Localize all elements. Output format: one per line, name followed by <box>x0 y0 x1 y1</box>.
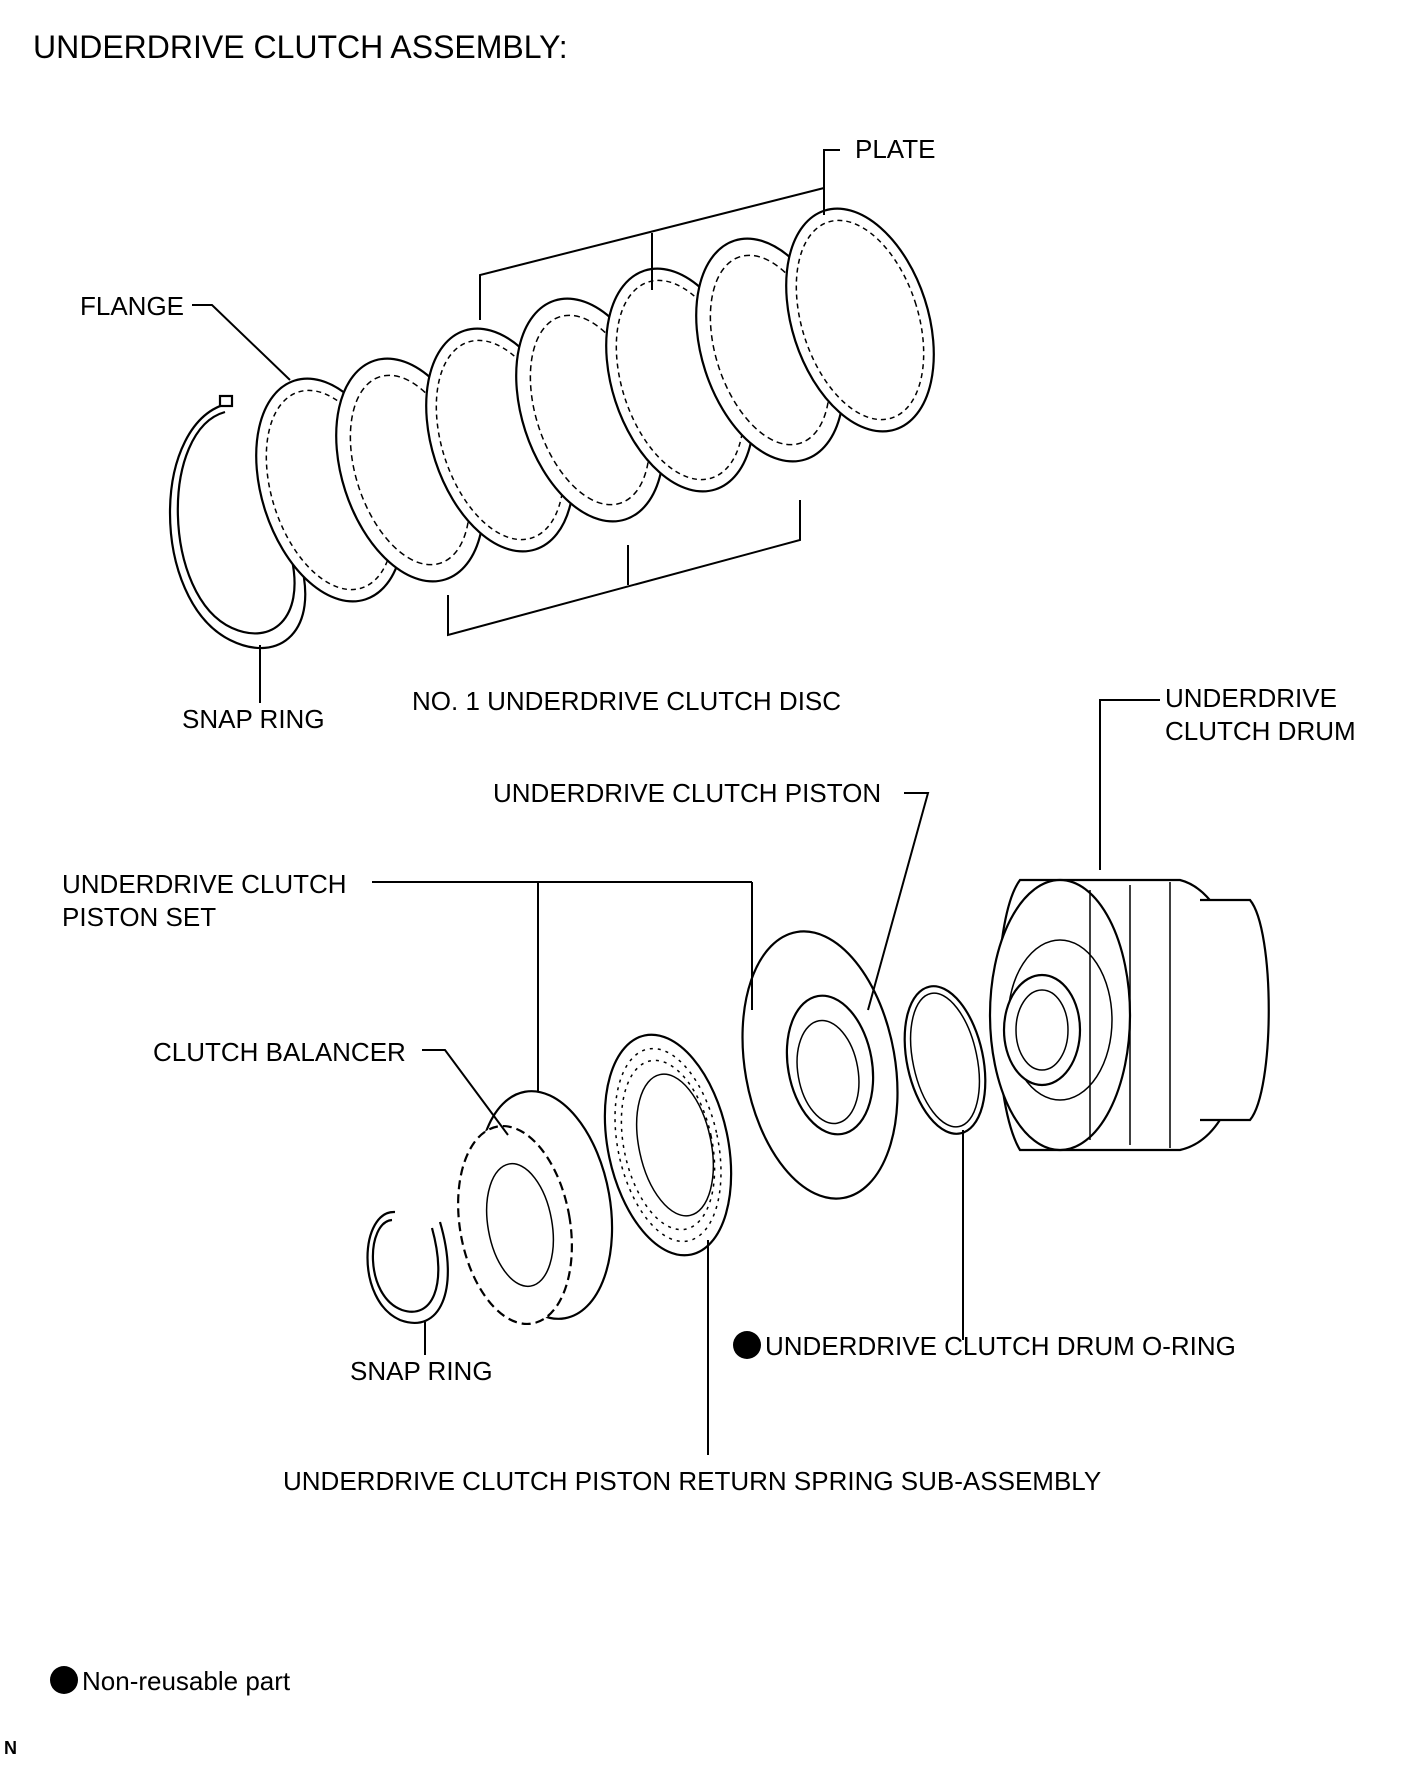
piston-set-leader <box>372 881 753 1125</box>
o-ring <box>903 985 987 1340</box>
underdrive-clutch-drum <box>988 699 1270 1152</box>
label-flange: FLANGE <box>80 291 185 321</box>
disc-leader <box>447 500 801 637</box>
legend-text: Non-reusable part <box>82 1666 291 1696</box>
page-title: UNDERDRIVE CLUTCH ASSEMBLY: <box>33 29 568 65</box>
label-o-ring-text: UNDERDRIVE CLUTCH DRUM O-RING <box>765 1331 1236 1361</box>
plate-leader <box>479 149 840 320</box>
label-piston: UNDERDRIVE CLUTCH PISTON <box>493 778 882 808</box>
upper-snap-ring <box>169 394 307 650</box>
label-o-ring: UNDERDRIVE CLUTCH DRUM O-RING <box>733 1330 1236 1363</box>
label-snap-ring-upper: SNAP RING <box>182 704 325 734</box>
label-drum-line1: UNDERDRIVE <box>1165 683 1337 713</box>
clutch-pack <box>335 207 935 583</box>
figure-code: N <box>4 1738 17 1758</box>
label-drum-line2: CLUTCH DRUM <box>1165 716 1356 746</box>
label-piston-set-line2: PISTON SET <box>62 902 217 932</box>
label-piston-set-line1: UNDERDRIVE CLUTCH <box>62 869 347 899</box>
label-plate: PLATE <box>855 134 936 164</box>
label-no1-clutch-disc: NO. 1 UNDERDRIVE CLUTCH DISC <box>412 686 842 716</box>
return-spring <box>603 1033 733 1455</box>
lower-snap-ring <box>366 1210 449 1355</box>
clutch-balancer <box>422 1049 614 1326</box>
label-return-spring: UNDERDRIVE CLUTCH PISTON RETURN SPRING S… <box>283 1466 1102 1496</box>
label-clutch-balancer: CLUTCH BALANCER <box>153 1037 406 1067</box>
legend-dot-icon <box>50 1666 78 1694</box>
label-snap-ring-lower: SNAP RING <box>350 1356 493 1386</box>
underdrive-clutch-piston <box>741 792 930 1200</box>
flange-leader <box>192 304 291 381</box>
non-reusable-dot-icon <box>733 1331 761 1359</box>
legend: Non-reusable part <box>50 1665 290 1698</box>
